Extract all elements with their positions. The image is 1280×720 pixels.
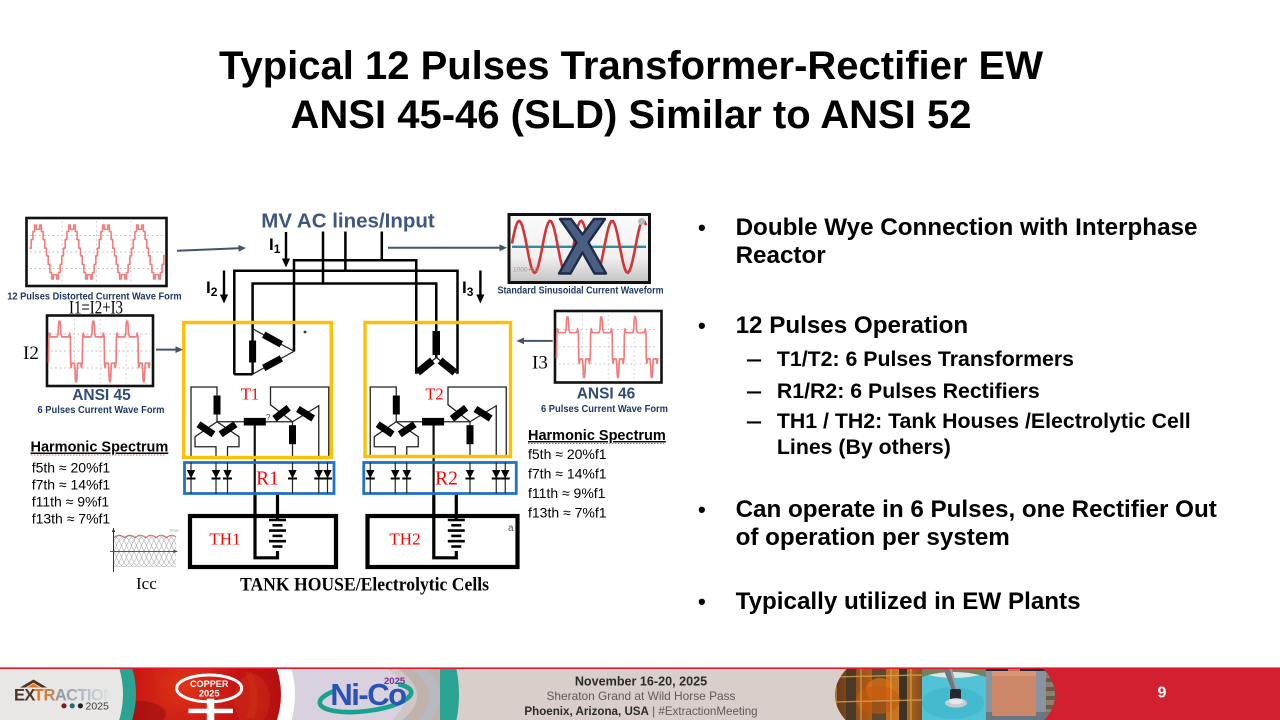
svg-text:f7th ≈ 14%f1: f7th ≈ 14%f1 — [528, 466, 607, 482]
svg-text:ANSI 46: ANSI 46 — [577, 386, 636, 403]
svg-text:2025: 2025 — [86, 701, 110, 713]
svg-text:R1: R1 — [256, 468, 279, 489]
svg-text:f7th ≈ 14%f1: f7th ≈ 14%f1 — [32, 476, 111, 492]
svg-text:2025: 2025 — [199, 689, 220, 699]
svg-text:f13th ≈ 7%f1: f13th ≈ 7%f1 — [528, 505, 607, 521]
svg-text:6 Pulses Current Wave Form: 6 Pulses Current Wave Form — [541, 403, 668, 415]
svg-text:a: a — [508, 523, 514, 534]
svg-text:f11th ≈ 9%f1: f11th ≈ 9%f1 — [32, 494, 110, 510]
svg-text:1000+50: 1000+50 — [513, 267, 539, 274]
svg-text:I2: I2 — [206, 278, 218, 299]
svg-text:RACTION: RACTION — [44, 687, 115, 705]
svg-text:Standard Sinusoidal Current Wa: Standard Sinusoidal Current Waveform — [498, 285, 664, 297]
svg-text:T: T — [34, 687, 44, 705]
svg-text:I3: I3 — [532, 353, 548, 374]
svg-text:R2: R2 — [435, 468, 458, 489]
svg-text:EX: EX — [14, 687, 35, 705]
svg-text:f5th ≈ 20%f1: f5th ≈ 20%f1 — [32, 459, 111, 475]
svg-text:ANSI 45: ANSI 45 — [72, 387, 131, 404]
svg-text:f13th ≈ 7%f1: f13th ≈ 7%f1 — [32, 511, 111, 527]
svg-text:I1: I1 — [269, 235, 281, 256]
svg-text:Ni-Co: Ni-Co — [330, 677, 406, 712]
svg-text:I3: I3 — [462, 278, 474, 299]
svg-text:T1: T1 — [241, 385, 259, 404]
svg-text:12 Pulses Distorted Current Wa: 12 Pulses Distorted Current Wave Form — [7, 291, 182, 303]
svg-text:Harmonic Spectrum: Harmonic Spectrum — [528, 428, 666, 444]
svg-text:T2: T2 — [425, 385, 443, 404]
svg-text:f11th ≈ 9%f1: f11th ≈ 9%f1 — [528, 485, 606, 501]
svg-text:Phoenix, Arizona, USA | #Extra: Phoenix, Arizona, USA | #ExtractionMeeti… — [524, 705, 757, 718]
svg-text:I1=I2+I3: I1=I2+I3 — [69, 298, 123, 319]
svg-text:Imax: Imax — [170, 528, 179, 533]
svg-text:?: ? — [266, 413, 271, 422]
svg-text:Sheraton Grand at Wild Horse P: Sheraton Grand at Wild Horse Pass — [546, 689, 735, 703]
svg-text:TH1: TH1 — [209, 530, 240, 549]
svg-text:9: 9 — [1158, 685, 1167, 702]
svg-text:Icc: Icc — [136, 574, 157, 593]
svg-text:TH2: TH2 — [389, 530, 420, 549]
svg-text:November 16-20, 2025: November 16-20, 2025 — [575, 674, 707, 688]
svg-text:COPPER: COPPER — [190, 679, 229, 689]
svg-text:6 Pulses Current Wave Form: 6 Pulses Current Wave Form — [38, 404, 165, 416]
svg-text:2025: 2025 — [384, 676, 406, 687]
svg-text:TANK HOUSE/Electrolytic Cells: TANK HOUSE/Electrolytic Cells — [240, 576, 489, 596]
svg-text:Harmonic Spectrum: Harmonic Spectrum — [31, 440, 169, 456]
svg-text:I2: I2 — [23, 343, 39, 364]
svg-text:f5th ≈ 20%f1: f5th ≈ 20%f1 — [528, 446, 607, 462]
svg-text:MV AC lines/Input: MV AC lines/Input — [261, 210, 435, 233]
